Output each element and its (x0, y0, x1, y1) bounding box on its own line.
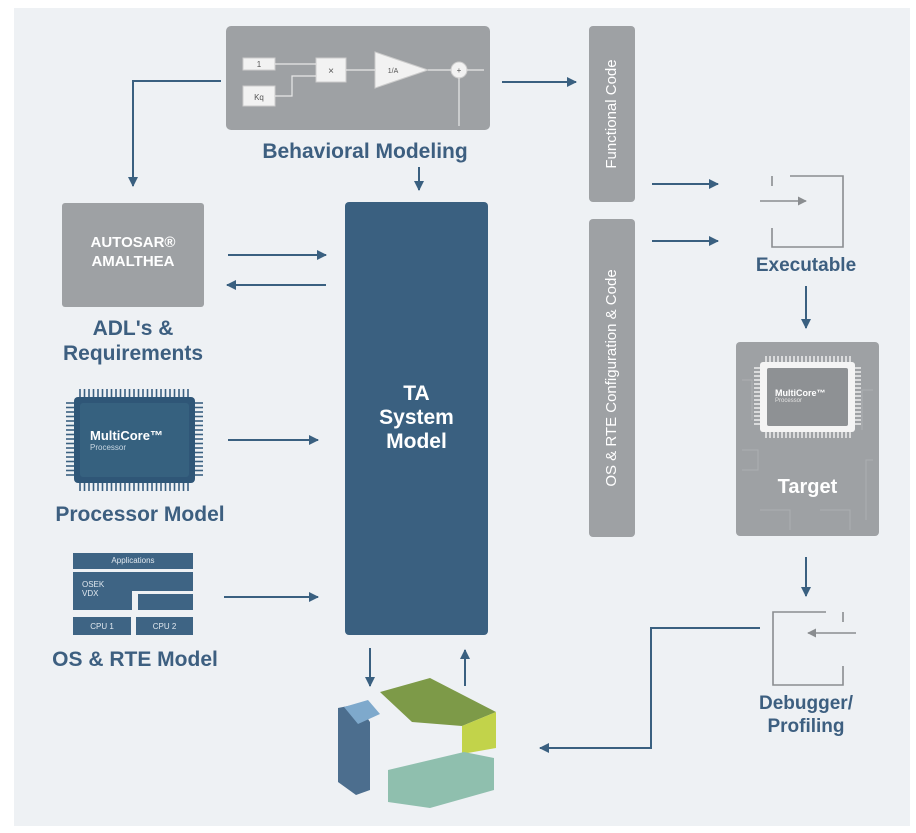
osek-line1: OSEK (82, 580, 105, 589)
behavioral-modeling-title: Behavioral Modeling (262, 140, 468, 163)
os-rte-model-caption: OS & RTE Model (52, 648, 218, 671)
system-model-line3: Model (386, 430, 447, 453)
os-rte-config-label: OS & RTE Configuration & Code (603, 269, 620, 487)
functional-code-box (589, 26, 635, 202)
debugger-line1: Debugger/ (759, 693, 853, 714)
target-caption: Target (777, 476, 838, 498)
debugger-line2: Profiling (767, 716, 845, 737)
os-apps-label: Applications (111, 556, 155, 565)
os-osek-label: OSEK VDX (82, 580, 104, 598)
behavioral-model-box: 1 Kq × 1/A + (226, 26, 490, 130)
os-cpu1-label: CPU 1 (90, 622, 114, 631)
target-chip-sub: Processor (775, 398, 803, 404)
adl-caption-line1: ADL's & (92, 317, 174, 340)
autosar-box-text: AUTOSAR® AMALTHEA (62, 233, 204, 271)
system-model-line2: System (379, 406, 454, 429)
arrow-behavioral-to-autosar (128, 80, 221, 187)
block-sum-label: + (457, 66, 462, 75)
os-rte-stack-icon (73, 553, 193, 635)
osek-line2: VDX (82, 589, 99, 598)
processor-chip-sub: Processor (90, 443, 127, 452)
block-gain-label: 1/A (388, 68, 399, 75)
target-chip-text: MultiCore™ Processor (775, 388, 855, 404)
processor-chip-text: MultiCore™ Processor (90, 428, 190, 452)
autosar-line: AUTOSAR® (90, 234, 176, 251)
processor-chip-title: MultiCore™ (90, 428, 163, 443)
ta-system-model-box (345, 202, 488, 635)
processor-model-caption: Processor Model (55, 503, 225, 526)
amalthea-line: AMALTHEA (91, 253, 175, 270)
target-chip-title: MultiCore™ (775, 388, 826, 398)
autosar-box (62, 203, 204, 307)
os-cpu2-label: CPU 2 (152, 622, 177, 631)
system-model-line1: TA (403, 382, 430, 405)
adl-requirements-caption: ADL's & Requirements (28, 316, 238, 366)
block-const-label: 1 (257, 60, 262, 69)
adl-caption-line2: Requirements (62, 342, 204, 365)
block-kq-label: Kq (254, 93, 264, 102)
block-mult-label: × (328, 66, 334, 77)
ta-system-model-text: TA System Model (345, 382, 488, 454)
processor-chip-icon (66, 389, 203, 491)
logo-icon (338, 678, 496, 808)
executable-caption: Executable (755, 255, 857, 276)
arrow-debugger-to-logo (539, 627, 760, 753)
executable-icon (760, 175, 844, 248)
debugger-profiling-caption: Debugger/ Profiling (720, 692, 892, 738)
debugger-icon (772, 611, 856, 686)
functional-code-label: Functional Code (603, 59, 620, 169)
os-rte-config-box (589, 219, 635, 537)
target-box (736, 342, 879, 536)
